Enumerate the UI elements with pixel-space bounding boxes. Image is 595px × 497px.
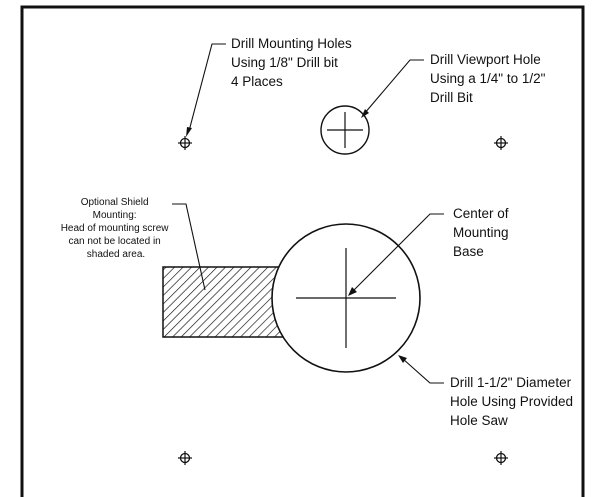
leader-arrowhead [361,109,369,118]
callout-viewport-hole: Drill Viewport Hole Using a 1/4" to 1/2"… [430,52,549,105]
shaded-area [162,266,286,338]
leader-shield [172,203,206,291]
leader-viewport [363,59,424,115]
leader-mounting-holes [188,43,226,132]
callout-center: Center of Mounting Base [453,206,512,259]
template-border [20,5,585,497]
leader-arrowhead [186,127,192,137]
leader-arrowhead [398,355,407,363]
callout-large-hole: Drill 1-1/2" Diameter Hole Using Provide… [450,375,577,428]
mounting-hole [494,136,508,150]
callout-mounting-holes: Drill Mounting Holes Using 1/8" Drill bi… [231,36,356,89]
leader-large-hole [402,358,444,384]
mounting-hole [178,451,192,465]
mounting-hole [178,136,192,150]
leader-arrowhead [348,287,357,296]
callout-shield: Optional Shield Mounting: Head of mounti… [61,197,172,260]
leader-center [351,213,444,293]
mounting-hole [494,451,508,465]
